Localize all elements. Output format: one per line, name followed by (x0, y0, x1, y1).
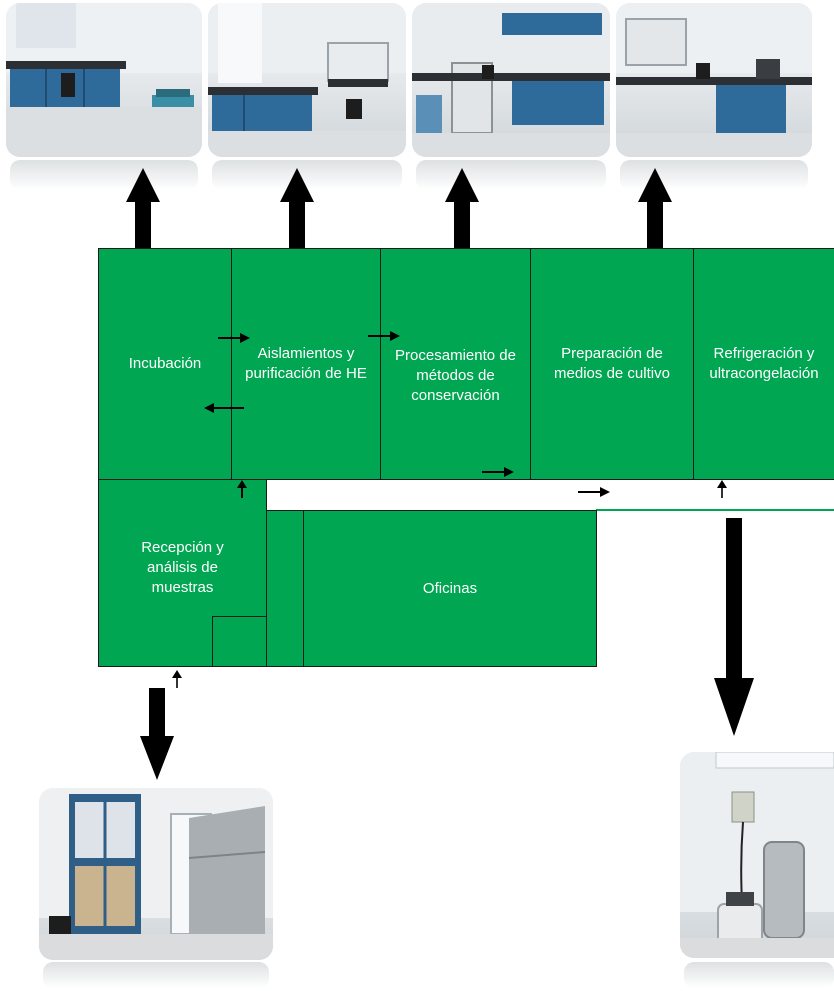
arrow-up-icon (237, 480, 247, 498)
arrow-right-icon (578, 487, 610, 497)
room-label: Preparación de medios de cultivo (554, 345, 670, 382)
hallway-segment (266, 510, 304, 667)
room-label: Oficinas (422, 579, 478, 597)
storage-closet (212, 616, 267, 667)
arrow-down-icon (140, 688, 174, 780)
arrow-down-icon (714, 518, 754, 736)
arrow-up-icon (280, 168, 314, 248)
arrow-right-icon (218, 333, 250, 343)
media-prep-room-photo (616, 3, 812, 157)
room-label: Incubación (128, 355, 202, 372)
arrow-up-icon (638, 168, 672, 248)
photo-reflection (10, 160, 198, 190)
arrow-up-icon (126, 168, 160, 248)
photo-reflection (212, 160, 402, 190)
room-label: Aislamientos y purificación de HE (245, 345, 367, 382)
arrow-up-icon (717, 480, 727, 498)
room-oficinas: Oficinas (303, 510, 597, 667)
photo-reflection (416, 160, 606, 190)
arrow-right-icon (482, 467, 514, 477)
photo-reflection (43, 962, 269, 988)
room-procesamiento: Procesamiento de métodos de conservación (380, 248, 531, 480)
arrow-up-icon (172, 670, 182, 688)
room-preparacion: Preparación de medios de cultivo (530, 248, 694, 480)
incubation-room-photo (6, 3, 202, 157)
processing-room-photo (412, 3, 610, 157)
corridor-wall (596, 509, 834, 511)
room-aislamientos: Aislamientos y purificación de HE (231, 248, 381, 480)
room-label: Refrigeración y ultracongelación (709, 345, 819, 382)
cold-storage-room-photo (680, 752, 834, 958)
arrow-up-icon (445, 168, 479, 248)
room-refrigeracion: Refrigeración y ultracongelación (693, 248, 834, 480)
arrow-left-icon (204, 403, 244, 413)
reception-room-photo (39, 788, 273, 960)
room-label: Procesamiento de métodos de conservación (395, 347, 516, 404)
room-incubacion: Incubación (98, 248, 232, 480)
room-label: Recepción y análisis de muestras (141, 539, 224, 596)
photo-reflection (684, 962, 834, 988)
arrow-right-icon (368, 331, 400, 341)
isolation-room-photo (208, 3, 406, 157)
